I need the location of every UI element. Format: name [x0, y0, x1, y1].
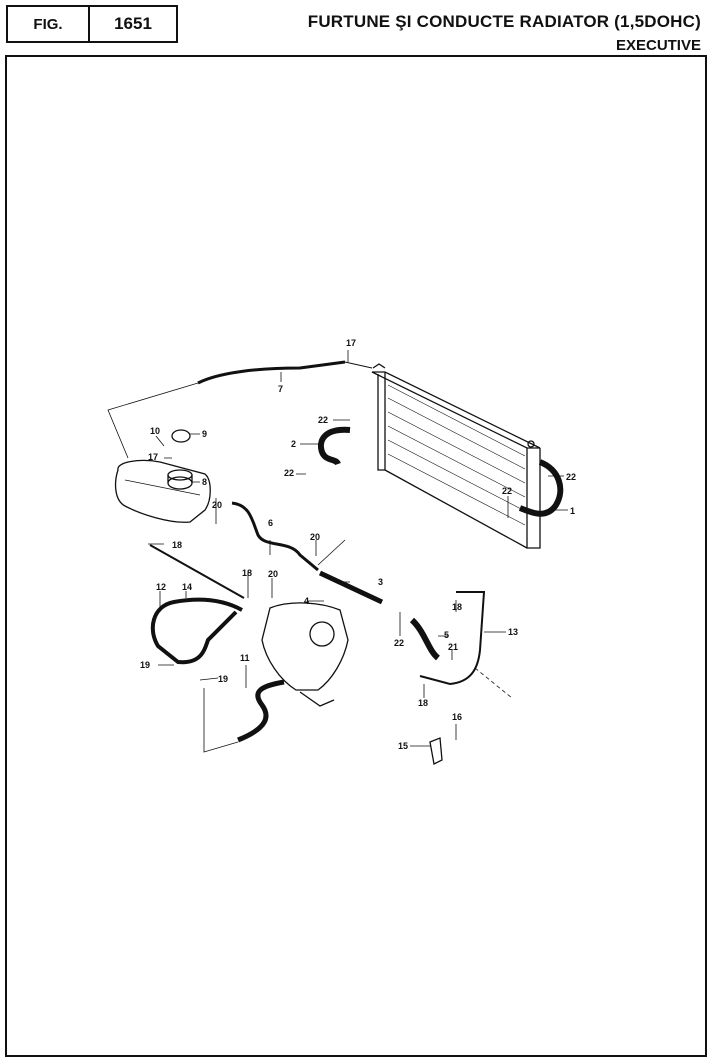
- callout-12: 12: [156, 582, 166, 592]
- callout-11: 11: [240, 653, 250, 663]
- callout-17: 17: [148, 452, 158, 462]
- callout-7: 7: [278, 384, 283, 394]
- hose-14: [149, 544, 245, 599]
- callout-18: 18: [172, 540, 182, 550]
- figure-id-box: FIG. 1651: [6, 5, 178, 43]
- engine-housing: [261, 602, 349, 707]
- fig-number: 1651: [114, 14, 152, 33]
- callout-8: 8: [202, 477, 207, 487]
- callout-4: 4: [304, 596, 309, 606]
- callout-20: 20: [310, 532, 320, 542]
- hose-12: [150, 597, 243, 665]
- callout-20: 20: [212, 500, 222, 510]
- pipe-3: [318, 570, 384, 605]
- expansion-tank: [114, 429, 211, 523]
- hose-6: [231, 501, 319, 572]
- callout-3: 3: [378, 577, 383, 587]
- callout-1: 1: [570, 506, 575, 516]
- radiator: [371, 363, 541, 549]
- callout-22: 22: [318, 415, 328, 425]
- callout-19: 19: [140, 660, 150, 670]
- callout-18: 18: [418, 698, 428, 708]
- hose-7: [197, 360, 346, 385]
- hose-5: [409, 617, 441, 661]
- callout-9: 9: [202, 429, 207, 439]
- page-subtitle: EXECUTIVE: [615, 37, 701, 54]
- callout-16: 16: [452, 712, 462, 722]
- callout-15: 15: [398, 741, 408, 751]
- callout-21: 21: [448, 642, 458, 652]
- page-title: FURTUNE ŞI CONDUCTE RADIATOR (1,5DOHC): [307, 12, 701, 31]
- fig-label: FIG.: [8, 7, 90, 41]
- diagram-frame: [5, 55, 707, 1057]
- callout-22: 22: [566, 472, 576, 482]
- callout-6: 6: [268, 518, 273, 528]
- hose-11: [237, 679, 285, 743]
- pipe-13: [419, 591, 486, 686]
- callout-22: 22: [394, 638, 404, 648]
- hose-1: [518, 459, 564, 517]
- callout-22: 22: [502, 486, 512, 496]
- callout-18: 18: [242, 568, 252, 578]
- callout-17: 17: [346, 338, 356, 348]
- callout-14: 14: [182, 582, 192, 592]
- callout-5: 5: [444, 630, 449, 640]
- hose-2: [318, 426, 351, 466]
- callout-18: 18: [452, 602, 462, 612]
- callout-20: 20: [268, 569, 278, 579]
- callout-2: 2: [291, 439, 296, 449]
- callout-10: 10: [150, 426, 160, 436]
- callout-22: 22: [284, 468, 294, 478]
- callout-13: 13: [508, 627, 518, 637]
- bracket-15: [429, 737, 443, 765]
- callout-19: 19: [218, 674, 228, 684]
